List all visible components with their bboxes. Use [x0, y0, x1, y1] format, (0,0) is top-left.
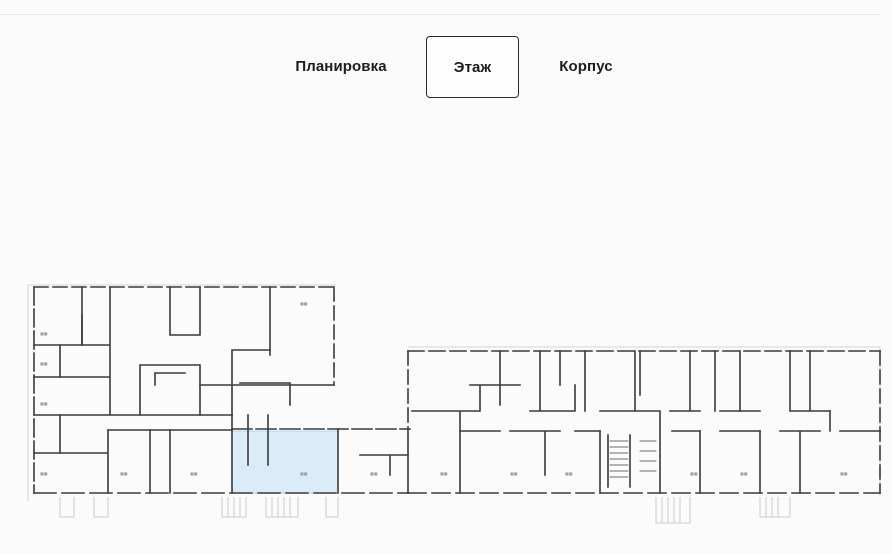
svg-text:■■: ■■: [840, 471, 848, 476]
svg-text:■■: ■■: [40, 471, 48, 476]
svg-text:■■: ■■: [370, 471, 378, 476]
view-tabs: Планировка Этаж Корпус: [0, 36, 892, 98]
floor-plan: ■■ ■■ ■■ ■■ ■■ ■■ ■■ ■■ ■■ ■■ ■■ ■■ ■■ ■…: [0, 265, 892, 554]
svg-text:■■: ■■: [740, 471, 748, 476]
svg-text:■■: ■■: [40, 361, 48, 366]
svg-text:■■: ■■: [440, 471, 448, 476]
tab-floor[interactable]: Этаж: [426, 36, 519, 98]
svg-text:■■: ■■: [300, 301, 308, 306]
svg-text:■■: ■■: [565, 471, 573, 476]
selected-apartment[interactable]: [231, 430, 339, 494]
svg-text:■■: ■■: [120, 471, 128, 476]
svg-text:■■: ■■: [510, 471, 518, 476]
svg-text:■■: ■■: [190, 471, 198, 476]
tab-building[interactable]: Корпус: [559, 57, 613, 75]
tab-layout[interactable]: Планировка: [295, 57, 387, 75]
svg-text:■■: ■■: [40, 331, 48, 336]
top-divider: [0, 14, 880, 15]
floor-plan-drawing: ■■ ■■ ■■ ■■ ■■ ■■ ■■ ■■ ■■ ■■ ■■ ■■ ■■ ■…: [27, 284, 881, 524]
svg-text:■■: ■■: [300, 471, 308, 476]
svg-text:■■: ■■: [40, 401, 48, 406]
svg-text:■■: ■■: [690, 471, 698, 476]
